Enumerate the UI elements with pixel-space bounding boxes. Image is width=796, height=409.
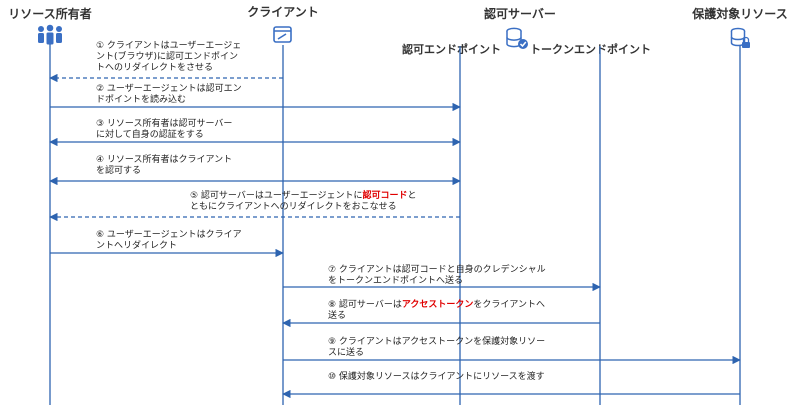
message-text-step-10: ⑩ 保護対象リソースはクライアントにリソースを渡す <box>328 370 545 382</box>
message-step-3: ③ リソース所有者は認可サーバーに対して自身の認証をする <box>49 117 461 147</box>
message-text-step-1: ① クライアントはユーザーエージェント(ブラウザ)に認可エンドポイントへのリダイ… <box>96 40 241 73</box>
message-step-2: ② ユーザーエージェントは認可エンドポイントを読み込む <box>50 82 461 112</box>
actor-label-owner: リソース所有者 <box>8 6 91 21</box>
actor-label-resource: 保護対象リソース <box>691 6 787 21</box>
message-list: ① クライアントはユーザーエージェント(ブラウザ)に認可エンドポイントへのリダイ… <box>49 40 741 399</box>
message-step-5: ⑤ 認可サーバーはユーザーエージェントに認可コードとともにクライアントへのリダイ… <box>49 189 460 222</box>
message-step-9: ⑨ クライアントはアクセストークンを保護対象リソースに送る <box>283 335 741 365</box>
message-text-step-9: ⑨ クライアントはアクセストークンを保護対象リソースに送る <box>328 335 545 358</box>
message-text-step-6: ⑥ ユーザーエージェントはクライアントへリダイレクト <box>96 229 242 251</box>
message-text-step-3: ③ リソース所有者は認可サーバーに対して自身の認証をする <box>96 117 232 140</box>
message-step-6: ⑥ ユーザーエージェントはクライアントへリダイレクト <box>50 229 284 258</box>
database-lock-icon <box>730 27 750 48</box>
message-step-4: ④ リソース所有者はクライアントを認可する <box>49 153 461 186</box>
endpoint-label-token: トークンエンドポイント <box>530 42 651 56</box>
message-step-8: ⑧ 認可サーバーはアクセストークンをクライアントへ送る <box>282 298 600 328</box>
message-text-step-4: ④ リソース所有者はクライアントを認可する <box>96 153 232 176</box>
database-check-icon <box>506 27 528 49</box>
endpoint-label-authorization: 認可エンドポイント <box>402 42 501 56</box>
actor-label-authserver: 認可サーバー <box>484 6 556 21</box>
people-icon <box>38 24 62 45</box>
message-text-step-2: ② ユーザーエージェントは認可エンドポイントを読み込む <box>96 82 242 105</box>
message-step-10: ⑩ 保護対象リソースはクライアントにリソースを渡す <box>282 370 740 399</box>
message-text-step-7: ⑦ クライアントは認可コードと自身のクレデンシャルをトークンエンドポイントへ送る <box>328 263 546 286</box>
message-text-step-8: ⑧ 認可サーバーはアクセストークンをクライアントへ送る <box>328 298 545 321</box>
message-step-1: ① クライアントはユーザーエージェント(ブラウザ)に認可エンドポイントへのリダイ… <box>49 40 283 83</box>
actor-label-client: クライアント <box>247 5 319 19</box>
message-text-step-5: ⑤ 認可サーバーはユーザーエージェントに認可コードとともにクライアントへのリダイ… <box>190 189 417 212</box>
browser-app-icon <box>273 26 292 43</box>
message-step-7: ⑦ クライアントは認可コードと自身のクレデンシャルをトークンエンドポイントへ送る <box>283 263 601 292</box>
